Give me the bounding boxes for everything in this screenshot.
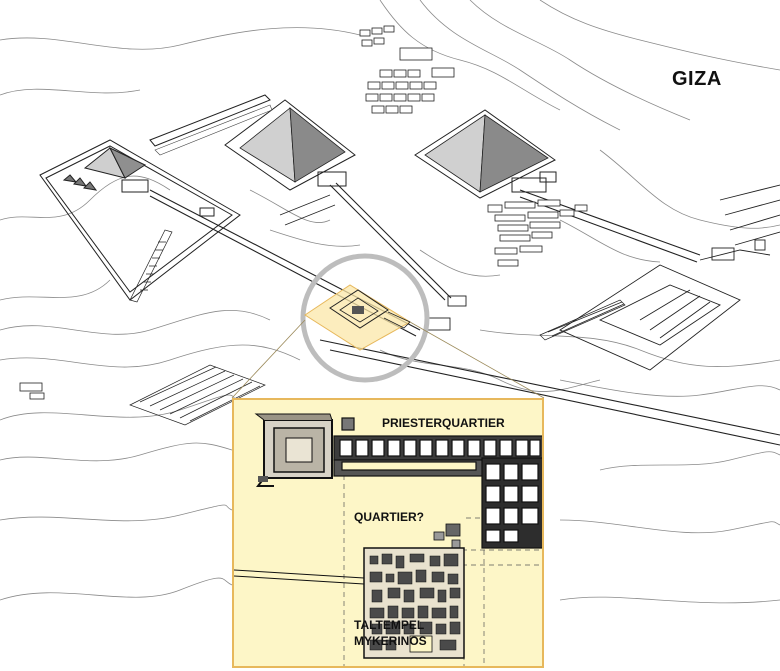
valley-temple-complex [427,184,780,371]
mykerinos-complex [39,139,241,301]
map-title: GIZA [672,68,722,90]
inset-causeway [234,569,365,585]
label-mykerinos: MYKERINOS [354,634,427,648]
hatched-structures [129,194,626,426]
detail-inset: PRIESTERQUARTIER QUARTIER? TALTEMPEL MYK… [232,398,544,668]
terrain-contours [0,0,780,604]
highlighted-valley-temple [300,253,430,383]
inset-plan [234,413,542,666]
inset-connectors [231,319,545,399]
quartier-structures [433,523,461,549]
label-valley-temple: TALTEMPEL [354,618,425,632]
label-priest-quarter: PRIESTERQUARTIER [382,416,505,430]
label-quartier: QUARTIER? [354,510,424,524]
mykerinos-valley-temple [363,547,465,659]
khufu-pyramid [414,109,557,199]
priest-quarter-rooms [333,417,542,549]
mastaba-fields [19,25,588,400]
khafre-pyramid [149,94,356,191]
valley-temple-block [254,413,333,487]
